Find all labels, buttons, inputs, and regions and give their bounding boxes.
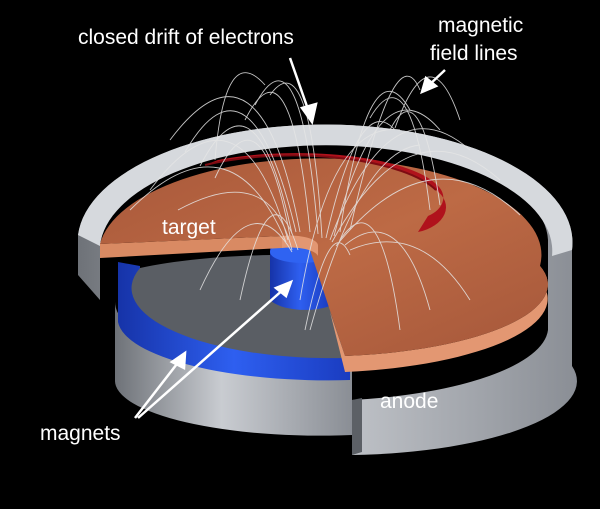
- anode-cut-face: [352, 398, 362, 455]
- target-edge-front: [330, 266, 548, 372]
- label-closed-drift: closed drift of electrons: [78, 26, 294, 49]
- anode-rim: [78, 124, 573, 256]
- label-magnets: magnets: [40, 422, 121, 445]
- arrow-magnet-outer-head: [169, 350, 187, 370]
- magnetic-field-lines: [129, 72, 521, 331]
- arrow-drift-head: [299, 102, 318, 126]
- target-center-stub: [282, 235, 319, 256]
- label-field-lines: field lines: [430, 42, 518, 65]
- anode-outer-wall: [78, 124, 577, 455]
- arrow-field-head: [420, 75, 439, 95]
- magnet-floor: [131, 255, 345, 359]
- target-disc: [100, 158, 548, 372]
- label-target: target: [162, 216, 216, 239]
- label-anode: anode: [380, 390, 438, 413]
- target-top: [100, 158, 548, 356]
- annotation-arrows: [134, 57, 446, 419]
- arrow-magnet-outer-line: [134, 359, 181, 419]
- target-cut-face-left: [100, 236, 282, 258]
- anode-ring: [78, 124, 577, 455]
- label-magnetic: magnetic: [438, 14, 523, 37]
- outer-magnet: [118, 262, 350, 381]
- electron-drift-inner-edge: [204, 154, 437, 191]
- arrow-magnet-inner-line: [137, 287, 286, 419]
- arrow-magnet-inner-head: [273, 279, 294, 299]
